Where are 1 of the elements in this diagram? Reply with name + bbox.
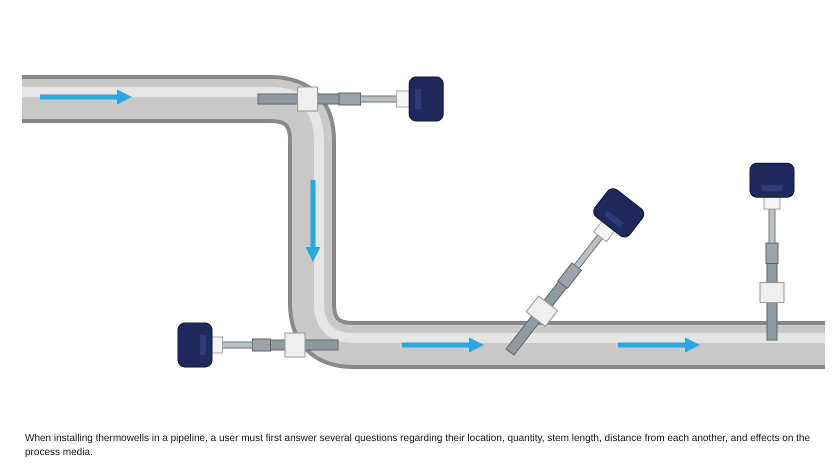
caption: When installing thermowells in a pipeline, a user must first answer several questions regarding their location, quantity, stem length, distance from each another, and effects on the process media. [25, 432, 812, 460]
